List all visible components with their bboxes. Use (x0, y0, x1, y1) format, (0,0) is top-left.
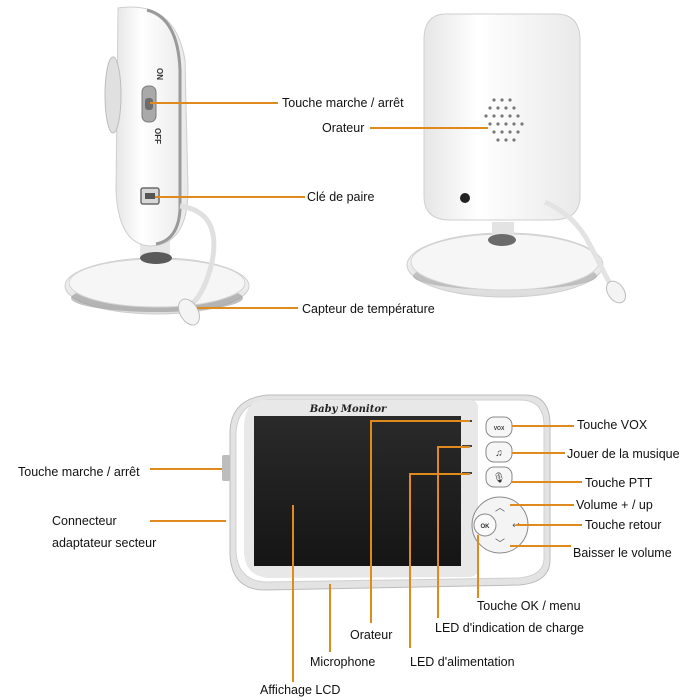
callout-temperature-sensor: Capteur de température (302, 302, 435, 316)
ptt-button[interactable] (485, 466, 513, 488)
callout-charge-led: LED d'indication de charge (435, 621, 585, 635)
callout-pair-key: Clé de paire (307, 190, 375, 204)
ok-button[interactable] (473, 513, 497, 537)
speaker-grille (484, 98, 524, 142)
callout-adapter-connector-line2: adaptateur secteur (52, 536, 157, 550)
camera-back-view (406, 13, 627, 304)
callout-play-music: Jouer de la musique (567, 447, 680, 461)
lcd-screen (254, 416, 461, 566)
callout-speaker-monitor: Orateur (350, 628, 393, 642)
monitor-unit: ♫ 🎙 ︿ ﹀ ↩ (222, 394, 551, 591)
callout-volume-up: Volume + / up (576, 498, 653, 512)
leader-lines (150, 102, 582, 682)
callout-power-led: LED d'alimentation (410, 655, 515, 669)
callout-back-button: Touche retour (585, 518, 662, 532)
callout-power-switch-monitor: Touche marche / arrêt (18, 465, 140, 479)
switch-off-text: OFF (153, 128, 162, 144)
callout-lcd-display: Affichage LCD (260, 683, 341, 697)
microphone-icon: 🎙 (493, 472, 506, 484)
callout-volume-down: Baisser le volume (573, 546, 672, 560)
callout-adapter-connector-line1: Connecteur (52, 514, 117, 528)
callout-ok-menu: Touche OK / menu (477, 599, 581, 613)
vox-button-text: VOX (494, 426, 505, 432)
ok-button-text: OK (481, 524, 491, 530)
callout-microphone: Microphone (310, 655, 376, 669)
callout-vox-button: Touche VOX (577, 418, 648, 432)
camera-side-view (64, 6, 250, 326)
chevron-up-icon[interactable]: ︿ (495, 503, 505, 514)
switch-on-text: ON (155, 68, 164, 80)
chevron-down-icon[interactable]: ﹀ (495, 538, 505, 550)
brand-text: Baby Monitor (309, 404, 387, 415)
callout-power-switch-camera: Touche marche / arrêt (282, 96, 404, 110)
callout-ptt-button: Touche PTT (585, 476, 653, 490)
callout-speaker-camera: Orateur (322, 121, 365, 135)
music-icon: ♫ (495, 448, 503, 459)
